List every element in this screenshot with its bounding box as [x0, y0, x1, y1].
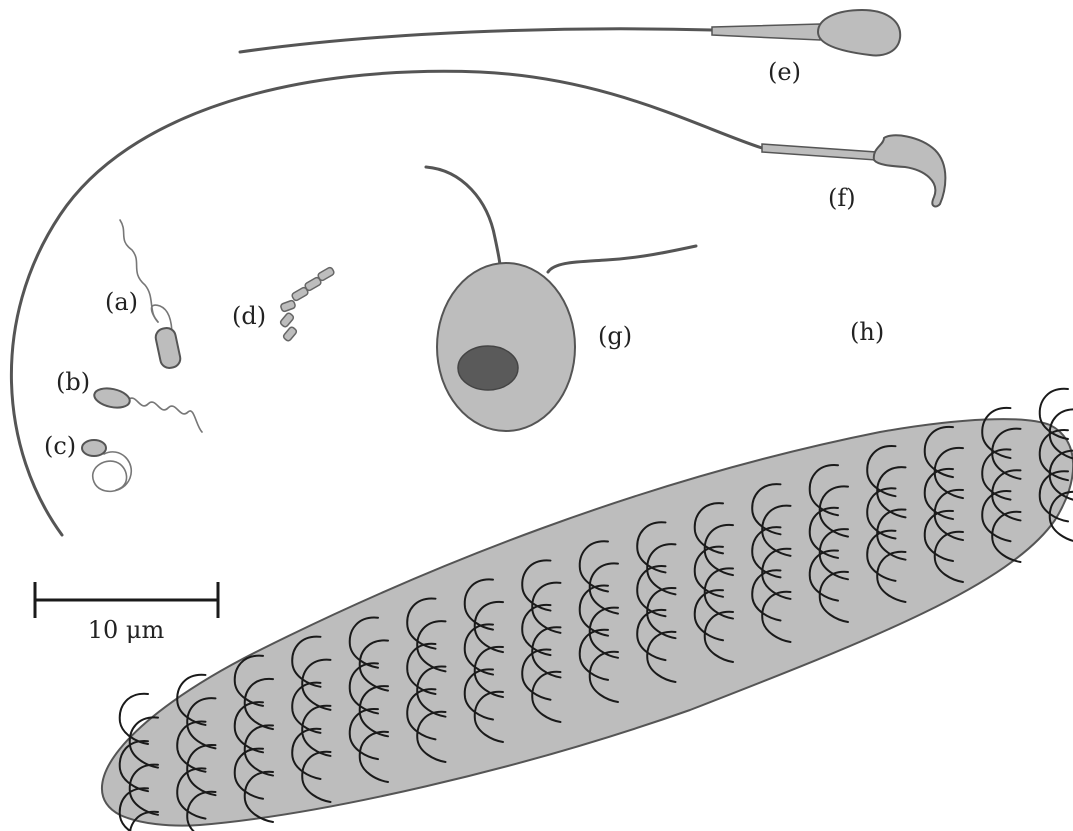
organism-b-flagellum: [128, 398, 202, 432]
label-e: (e): [768, 58, 801, 86]
organism-c-flagellum: [93, 452, 132, 491]
organism-d-cell: [279, 312, 294, 328]
organism-c: [82, 440, 131, 491]
organism-a-body: [154, 326, 182, 369]
organism-e-midpiece: [712, 24, 820, 40]
organism-g-nucleus: [458, 346, 518, 390]
organism-g-flagellum-2: [548, 246, 696, 272]
organism-e: [240, 10, 900, 55]
organism-d-cell: [280, 300, 296, 312]
organism-e-head: [818, 10, 900, 55]
organism-b: [93, 385, 202, 432]
scale-bar: 10 μm: [35, 582, 218, 644]
organism-d: [279, 267, 334, 342]
organism-f-head: [874, 135, 946, 206]
organism-e-flagellum: [240, 29, 712, 52]
organism-h: [102, 389, 1073, 831]
organism-c-body: [82, 440, 106, 456]
label-f: (f): [828, 184, 856, 212]
label-a: (a): [105, 288, 138, 316]
organism-g-body: [437, 263, 575, 431]
label-h: (h): [850, 318, 884, 346]
organism-g-flagellum-1: [426, 167, 500, 266]
organism-d-cell: [291, 287, 309, 302]
organism-f-midpiece: [762, 144, 876, 160]
organism-b-body: [93, 385, 132, 410]
label-c: (c): [44, 432, 76, 460]
organism-d-cell: [282, 326, 297, 342]
scale-bar-label: 10 μm: [88, 616, 165, 644]
organism-g: [426, 167, 696, 431]
label-b: (b): [56, 368, 90, 396]
label-d: (d): [232, 302, 266, 330]
label-g: (g): [598, 322, 632, 350]
